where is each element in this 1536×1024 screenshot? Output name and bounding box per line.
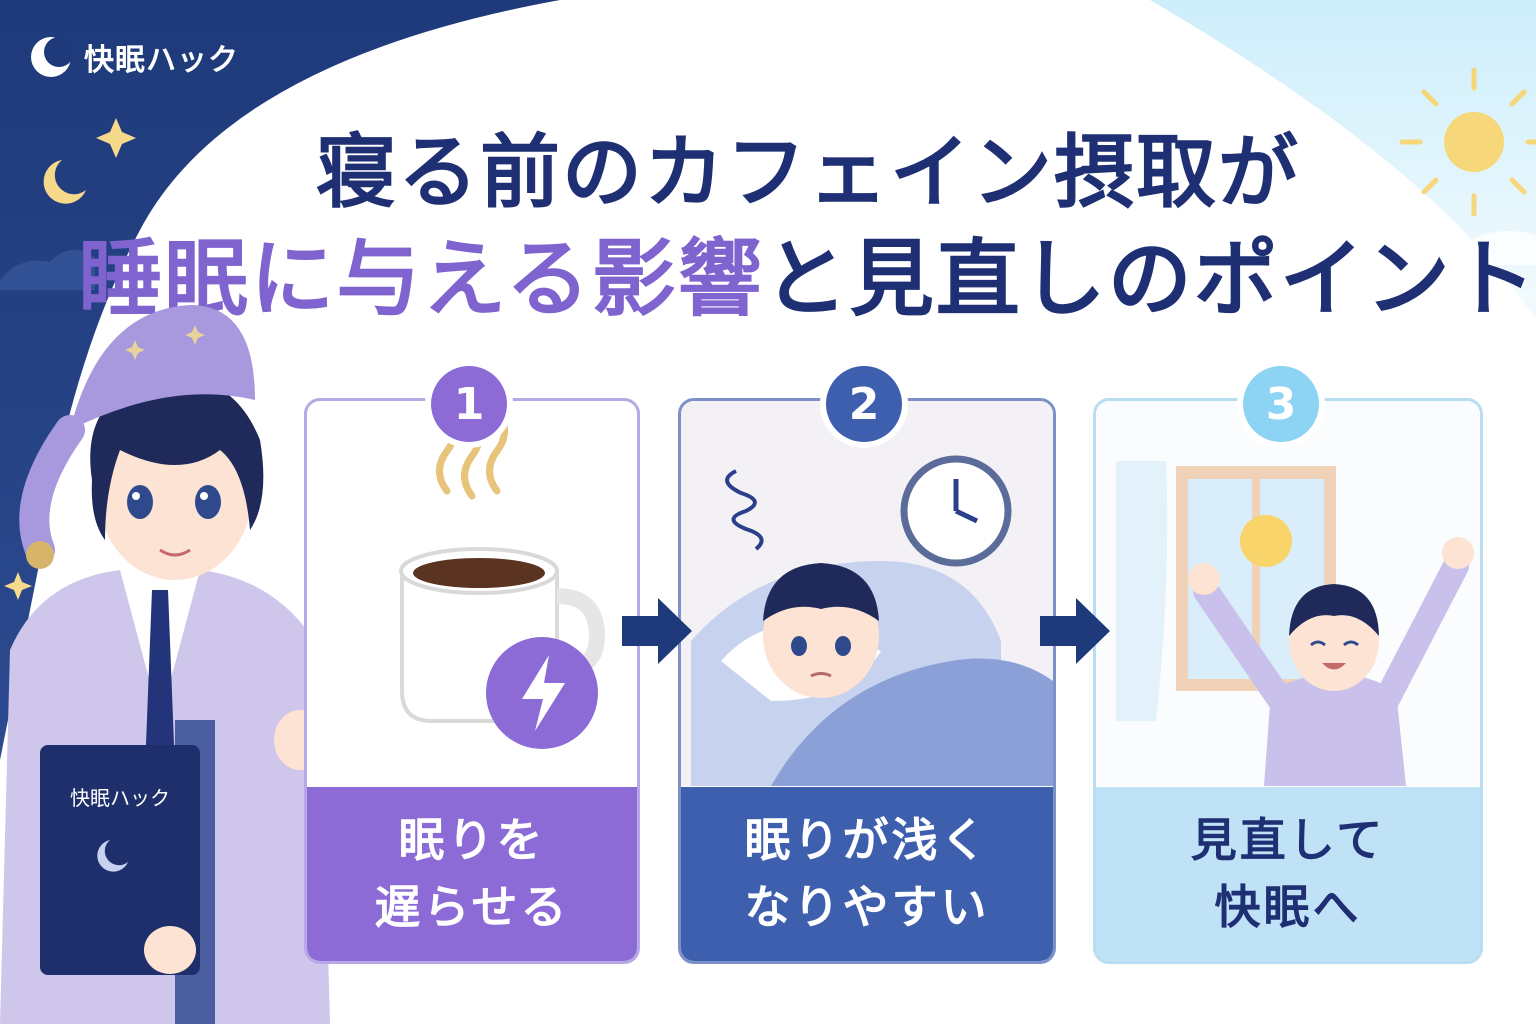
coffee-cup-icon	[399, 407, 606, 749]
sleepless-boy-icon	[681, 401, 1053, 786]
arrow-right-icon	[1040, 598, 1110, 664]
step-card-2: 眠りが浅くなりやすい	[678, 398, 1056, 964]
sun-icon	[1399, 67, 1536, 217]
moon-icon	[43, 160, 86, 204]
wizard-character-illustration: 快眠ハック	[0, 305, 360, 1024]
step-number-3: 3	[1243, 366, 1319, 442]
step-label-3: 見直して快眠へ	[1096, 787, 1480, 961]
brand-logo: 快眠ハック	[28, 34, 239, 80]
step-card-1: 眠りを遅らせる	[304, 398, 640, 964]
book-title: 快眠ハック	[70, 786, 170, 810]
step-number-2: 2	[826, 366, 902, 442]
brand-name: 快眠ハック	[84, 43, 239, 78]
moon-logo-icon	[31, 37, 74, 77]
step-number-1: 1	[431, 366, 507, 442]
step-label-2: 眠りが浅くなりやすい	[681, 787, 1053, 961]
arrow-right-icon	[622, 598, 692, 664]
sparkle-icon	[96, 118, 136, 158]
title-rest: と見直しのポイント	[763, 230, 1536, 328]
step-label-1: 眠りを遅らせる	[307, 787, 637, 961]
step-card-3: 見直して快眠へ	[1093, 398, 1483, 964]
book-icon	[40, 745, 200, 975]
title-line-1: 寝る前のカフェイン摂取が	[316, 126, 1300, 219]
wake-up-stretch-icon	[1096, 401, 1480, 786]
